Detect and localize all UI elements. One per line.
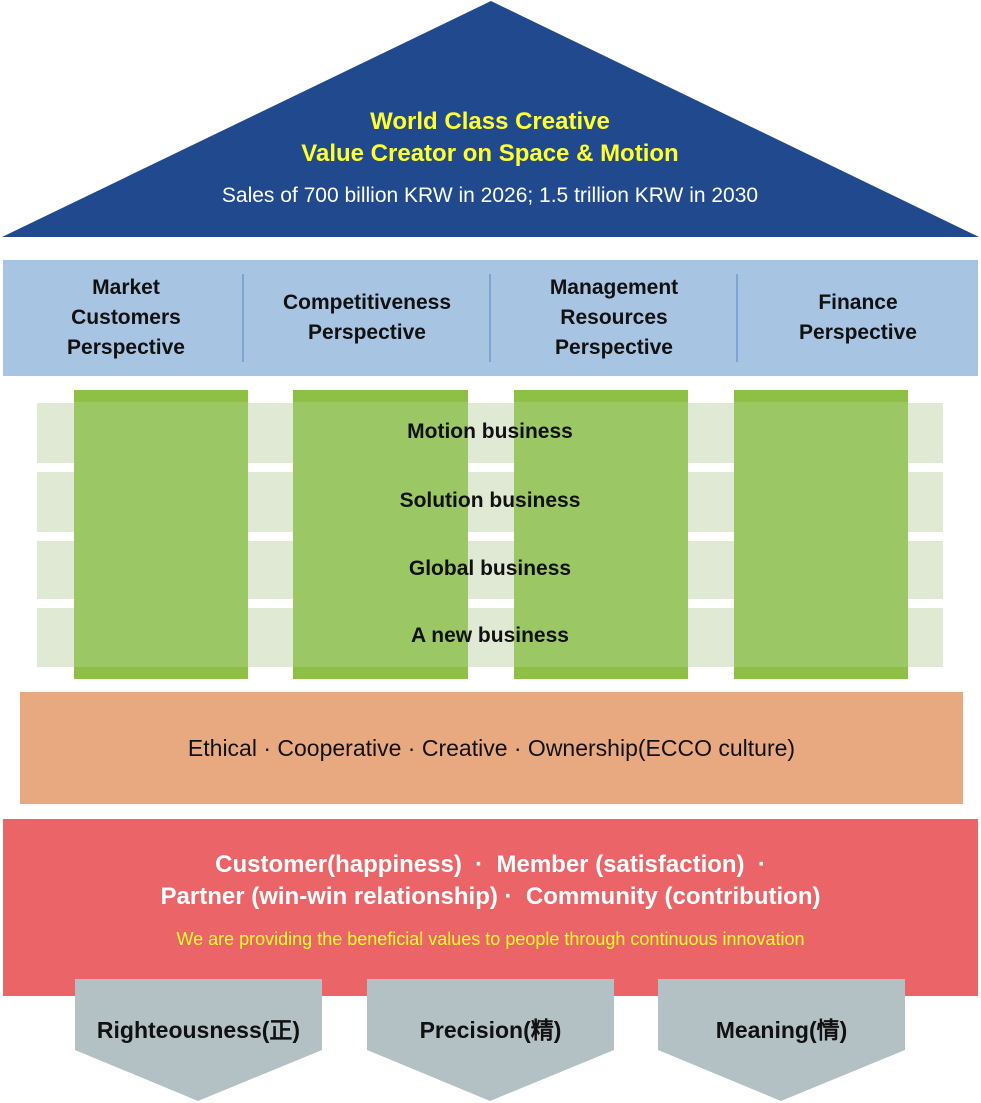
perspective-competitiveness: Competitiveness Perspective (243, 260, 491, 376)
perspective-label: Market (92, 276, 160, 299)
value-label: Righteousness(正) (96, 1017, 301, 1043)
pillar-4 (734, 390, 908, 679)
stakeholder-band: Customer(happiness) · Member (satisfacti… (3, 819, 978, 996)
value-chevron-precision: Precision(精) (367, 979, 614, 1101)
business-label-global: Global business (408, 557, 572, 580)
vision-line-1: World Class Creative (370, 108, 610, 135)
perspective-label: Competitiveness (282, 291, 452, 314)
perspective-label: Resources (560, 306, 668, 329)
perspective-management-resources: Management Resources Perspective (491, 260, 737, 376)
culture-band: Ethical · Cooperative · Creative · Owner… (20, 692, 963, 804)
perspective-label: Customers (71, 306, 181, 329)
perspective-label: Management (549, 276, 679, 299)
pillar-1 (74, 390, 248, 679)
vision-statement: World Class Creative Value Creator on Sp… (140, 106, 840, 170)
perspective-divider (242, 274, 244, 362)
perspective-label: Perspective (67, 336, 185, 359)
culture-text: Ethical · Cooperative · Creative · Owner… (187, 734, 796, 761)
perspective-label: Perspective (799, 321, 917, 344)
perspective-divider (489, 274, 491, 362)
perspective-label: Perspective (308, 321, 426, 344)
vision-line-2: Value Creator on Space & Motion (301, 140, 679, 167)
stakeholder-line-1: Customer(happiness) · Member (satisfacti… (215, 851, 766, 878)
roof-shape (2, 1, 979, 237)
value-chevron-righteousness: Righteousness(正) (75, 979, 322, 1101)
perspective-label: Perspective (555, 336, 673, 359)
pillar-3 (514, 390, 688, 679)
perspectives-band: Market Customers Perspective Competitive… (3, 260, 978, 376)
business-label-motion: Motion business (407, 420, 573, 443)
perspective-market-customers: Market Customers Perspective (3, 260, 249, 376)
pillar-2 (293, 390, 468, 679)
stakeholder-values: Customer(happiness) · Member (satisfacti… (3, 849, 978, 913)
perspective-finance: Finance Perspective (738, 260, 978, 376)
business-label-solution: Solution business (399, 489, 581, 512)
mission-tagline: We are providing the beneficial values t… (176, 929, 805, 949)
value-label: Precision(精) (419, 1017, 562, 1043)
sales-target: Sales of 700 billion KRW in 2026; 1.5 tr… (221, 184, 759, 207)
perspective-divider (736, 274, 738, 362)
value-chevron-meaning: Meaning(情) (658, 979, 905, 1101)
stakeholder-line-2: Partner (win-win relationship) · Communi… (160, 883, 821, 910)
business-label-new: A new business (411, 624, 569, 647)
perspective-label: Finance (818, 291, 898, 314)
value-label: Meaning(情) (715, 1017, 848, 1043)
